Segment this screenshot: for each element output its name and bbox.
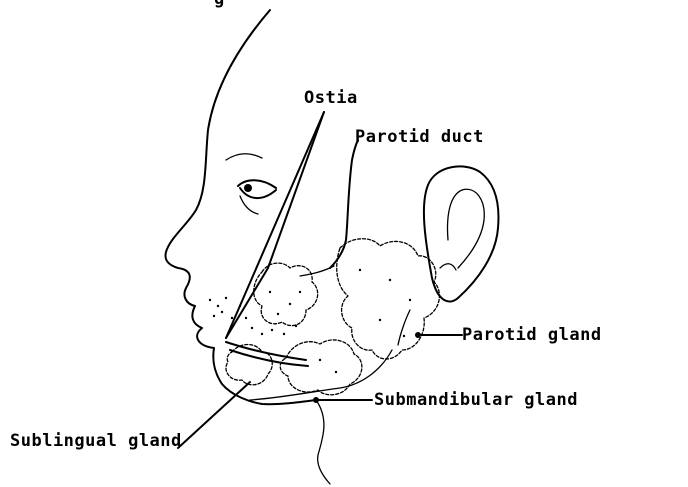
ostia-pointer-line-1 bbox=[226, 112, 324, 338]
eyebrow bbox=[226, 154, 262, 160]
parotid-gland-leader-dot bbox=[415, 332, 421, 338]
label-ostia: Ostia bbox=[304, 90, 358, 107]
submandibular-gland-outline bbox=[280, 340, 362, 395]
parotid-gland-outline bbox=[337, 239, 440, 359]
sublingual-gland-leader bbox=[178, 382, 250, 448]
label-sublingual-gland: Sublingual gland bbox=[10, 433, 182, 450]
label-parotid-gland: Parotid gland bbox=[462, 327, 602, 344]
neck-outline bbox=[316, 400, 330, 484]
back-of-head bbox=[398, 310, 410, 345]
submandibular-gland-leader-dot bbox=[313, 397, 319, 403]
parotid-duct bbox=[330, 140, 358, 268]
sublingual-duct-band bbox=[226, 342, 306, 360]
eye-pupil bbox=[244, 184, 252, 192]
label-parotid-duct: Parotid duct bbox=[355, 129, 484, 146]
label-submandibular-gland: Submandibular gland bbox=[374, 392, 578, 409]
ear-tragus bbox=[440, 264, 456, 270]
ostia-triangle bbox=[226, 268, 268, 338]
eye-upper-lid bbox=[238, 180, 276, 188]
ear-inner bbox=[448, 189, 485, 268]
cheek-gland-outline bbox=[254, 263, 318, 326]
ear-outline bbox=[424, 166, 499, 301]
